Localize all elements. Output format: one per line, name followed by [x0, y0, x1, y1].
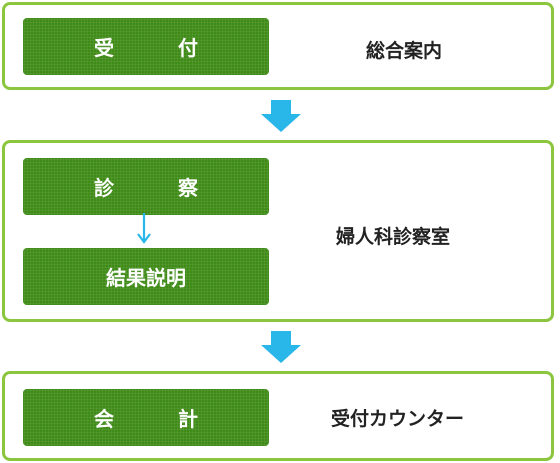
flow-arrow-down-icon — [261, 100, 301, 132]
flow-panel-payment: 会 計 受付カウンター — [2, 371, 554, 461]
sub-flow-arrow-down-icon — [137, 213, 151, 244]
flow-arrow-down-icon — [261, 331, 301, 363]
flow-panel-examination: 診 察 結果説明 婦人科診察室 — [2, 140, 554, 322]
location-payment: 受付カウンター — [331, 408, 465, 430]
step-reception-box: 受 付 — [23, 18, 269, 75]
location-examination: 婦人科診察室 — [336, 226, 451, 248]
step-payment-box: 会 計 — [23, 389, 269, 446]
flow-panel-reception: 受 付 総合案内 — [2, 2, 554, 90]
step-examination-box: 診 察 — [23, 158, 269, 215]
step-result-explanation-box: 結果説明 — [23, 248, 269, 305]
location-reception: 総合案内 — [366, 40, 443, 62]
